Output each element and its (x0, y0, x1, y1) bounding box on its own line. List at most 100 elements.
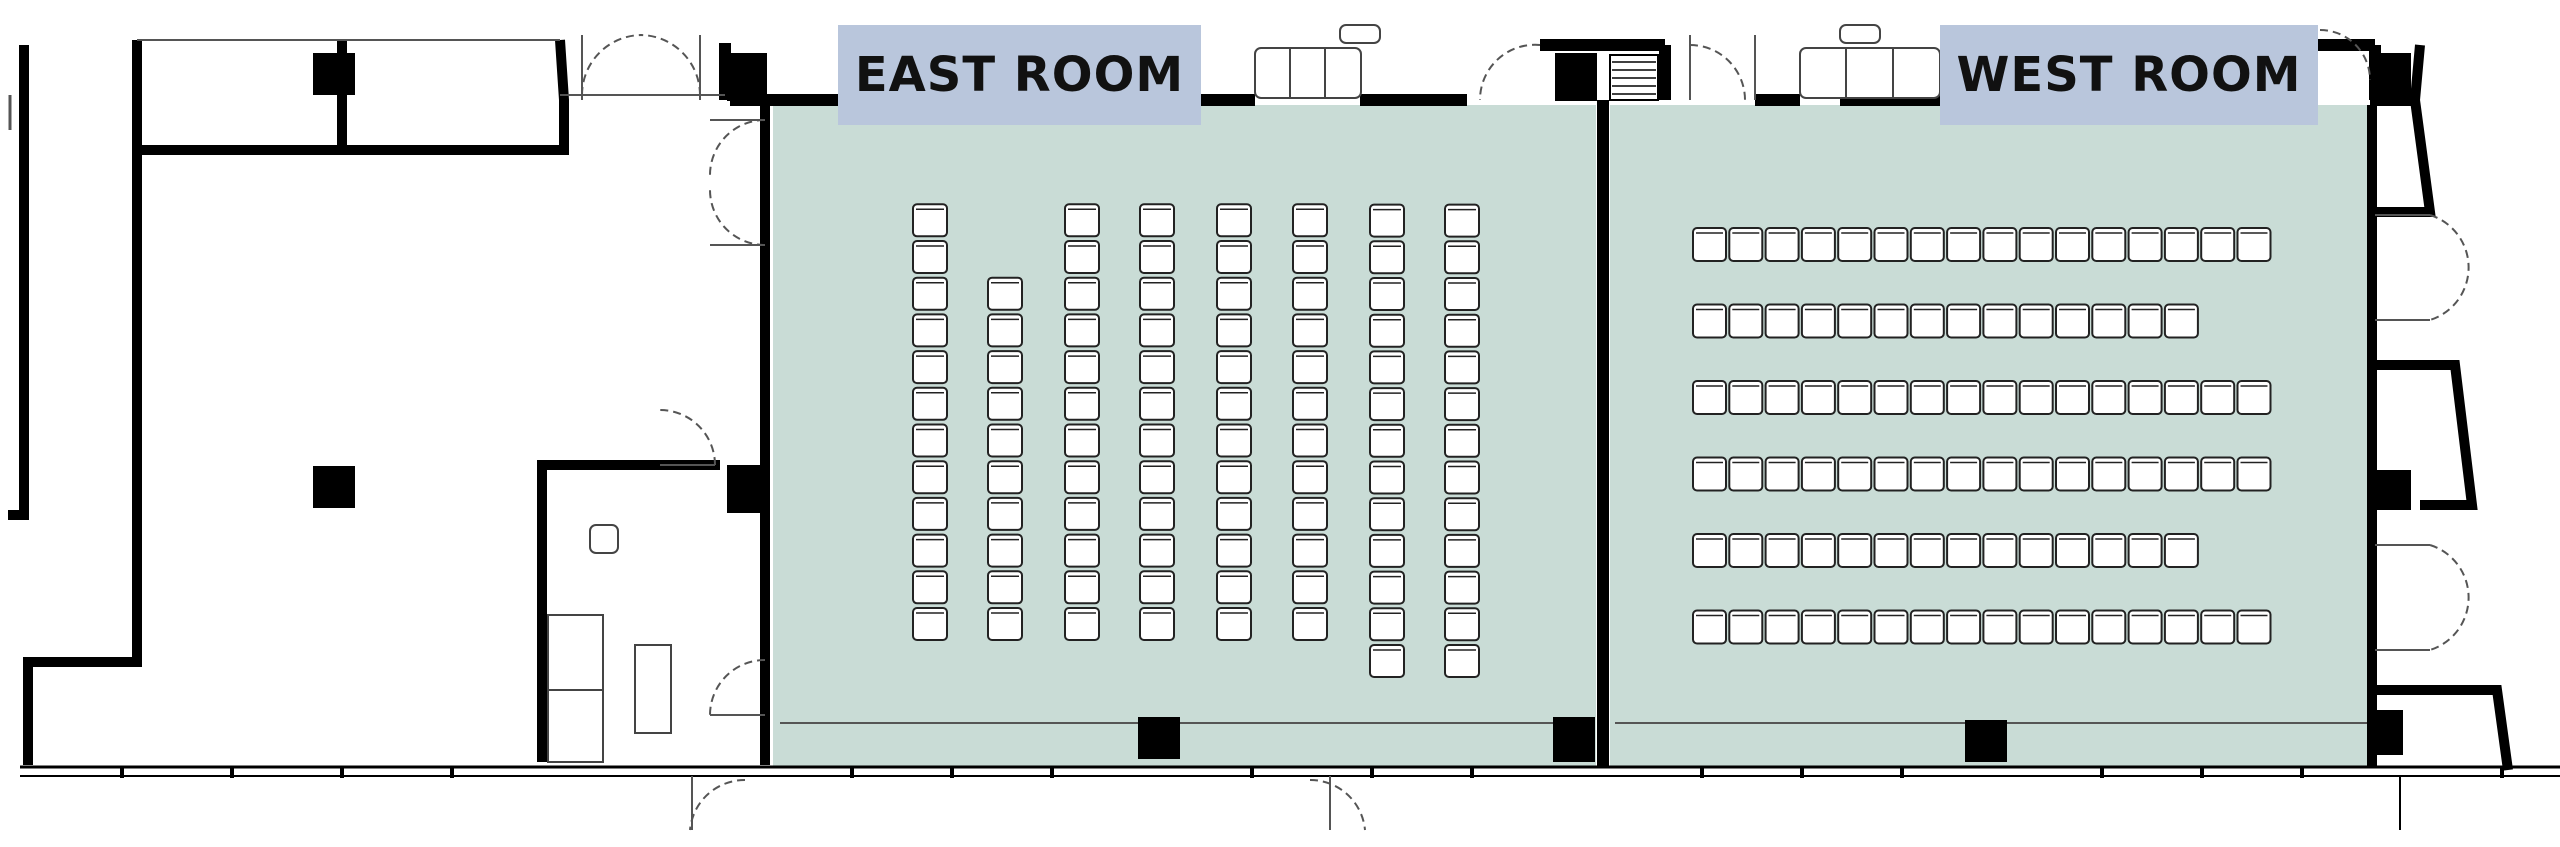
east-seat[interactable] (1064, 533, 1100, 568)
west-seat[interactable] (1800, 227, 1836, 262)
east-seat[interactable] (1369, 240, 1405, 275)
east-seat[interactable] (1292, 240, 1328, 274)
east-seat[interactable] (1369, 460, 1405, 495)
east-seat[interactable] (1064, 276, 1100, 311)
east-seat[interactable] (1292, 386, 1328, 421)
west-seat[interactable] (2127, 456, 2163, 492)
west-seat[interactable] (1946, 303, 1982, 339)
west-seat[interactable] (2018, 456, 2054, 492)
west-seat[interactable] (2055, 303, 2090, 339)
west-seat[interactable] (1982, 303, 2018, 339)
east-seat[interactable] (1444, 533, 1480, 568)
east-seat[interactable] (912, 533, 948, 568)
east-seat[interactable] (987, 423, 1023, 458)
west-seat[interactable] (1764, 533, 1800, 568)
east-seat[interactable] (1216, 313, 1252, 348)
east-seat[interactable] (912, 386, 948, 421)
east-seat[interactable] (912, 607, 948, 641)
west-seat[interactable] (2018, 303, 2054, 339)
east-seat[interactable] (1444, 203, 1480, 238)
east-seat[interactable] (1139, 313, 1175, 348)
west-seat[interactable] (1982, 456, 2018, 492)
east-seat[interactable] (1064, 350, 1100, 385)
east-seat[interactable] (1369, 533, 1405, 568)
east-seat[interactable] (987, 496, 1023, 531)
east-seat[interactable] (1369, 203, 1405, 238)
east-seat[interactable] (987, 460, 1023, 495)
east-seat[interactable] (1444, 570, 1480, 605)
east-seat[interactable] (1292, 533, 1328, 568)
east-seat[interactable] (1064, 496, 1100, 531)
west-seat[interactable] (1946, 533, 1982, 568)
west-seat[interactable] (1764, 227, 1800, 262)
west-seat[interactable] (2091, 303, 2127, 339)
east-seat[interactable] (1064, 460, 1100, 495)
east-seat[interactable] (1216, 496, 1252, 531)
east-seat[interactable] (987, 570, 1023, 605)
west-seat[interactable] (1982, 380, 2018, 415)
door-swings[interactable] (581, 29, 2470, 831)
east-seat[interactable] (1292, 607, 1328, 641)
west-seat[interactable] (1909, 533, 1945, 568)
east-seat[interactable] (912, 496, 948, 531)
west-seat[interactable] (2163, 303, 2199, 339)
east-seat[interactable] (1444, 423, 1480, 458)
east-seat[interactable] (912, 203, 948, 238)
west-seat[interactable] (2200, 380, 2236, 415)
west-seat[interactable] (2127, 609, 2163, 645)
west-seat[interactable] (2236, 380, 2272, 415)
east-seat[interactable] (1292, 313, 1328, 348)
west-seat[interactable] (1728, 227, 1764, 262)
east-seat[interactable] (1444, 607, 1480, 642)
west-seat[interactable] (2236, 609, 2272, 645)
east-seat[interactable] (1444, 497, 1480, 532)
east-seat[interactable] (1444, 460, 1480, 495)
east-seat[interactable] (1369, 277, 1405, 311)
west-seat[interactable] (1764, 456, 1800, 492)
east-seat[interactable] (1444, 387, 1480, 422)
east-seat[interactable] (1216, 533, 1252, 568)
west-seat[interactable] (1873, 533, 1909, 568)
west-seat[interactable] (1873, 609, 1909, 645)
west-seat[interactable] (2091, 380, 2127, 415)
east-seat[interactable] (1444, 277, 1480, 311)
west-seat[interactable] (1837, 227, 1873, 262)
east-seat[interactable] (1064, 570, 1100, 605)
east-seat[interactable] (1139, 350, 1175, 385)
east-seat[interactable] (912, 423, 948, 458)
west-seat[interactable] (1692, 227, 1727, 262)
west-seat[interactable] (1837, 303, 1873, 339)
east-seat[interactable] (1216, 203, 1252, 238)
west-seat[interactable] (1909, 456, 1945, 492)
west-seat[interactable] (1728, 456, 1764, 492)
east-seat[interactable] (1369, 313, 1405, 348)
west-seat[interactable] (1837, 533, 1873, 568)
east-seat[interactable] (1216, 460, 1252, 495)
west-seat[interactable] (2018, 227, 2054, 262)
east-seat[interactable] (1292, 423, 1328, 458)
east-seat[interactable] (912, 350, 948, 385)
west-seat[interactable] (2055, 227, 2090, 262)
west-seat[interactable] (1800, 456, 1836, 492)
west-seat[interactable] (2127, 303, 2163, 339)
west-seat[interactable] (2091, 456, 2127, 492)
east-seat[interactable] (912, 570, 948, 605)
east-seat[interactable] (1216, 570, 1252, 605)
east-seat[interactable] (1292, 350, 1328, 385)
west-seat[interactable] (1692, 533, 1727, 568)
east-seat[interactable] (1216, 386, 1252, 421)
east-seat[interactable] (1444, 350, 1480, 385)
west-seat[interactable] (2163, 456, 2199, 492)
west-seat[interactable] (2200, 609, 2236, 645)
west-seat[interactable] (1764, 609, 1800, 645)
east-seat[interactable] (1064, 607, 1100, 641)
west-seat[interactable] (1800, 303, 1836, 339)
west-seat[interactable] (2091, 227, 2127, 262)
west-seat[interactable] (1692, 303, 1727, 339)
west-seat[interactable] (1800, 533, 1836, 568)
west-seat[interactable] (1946, 227, 1982, 262)
east-seat[interactable] (1139, 533, 1175, 568)
west-seat[interactable] (2055, 609, 2090, 645)
west-seat[interactable] (1946, 456, 1982, 492)
west-seat[interactable] (2018, 609, 2054, 645)
